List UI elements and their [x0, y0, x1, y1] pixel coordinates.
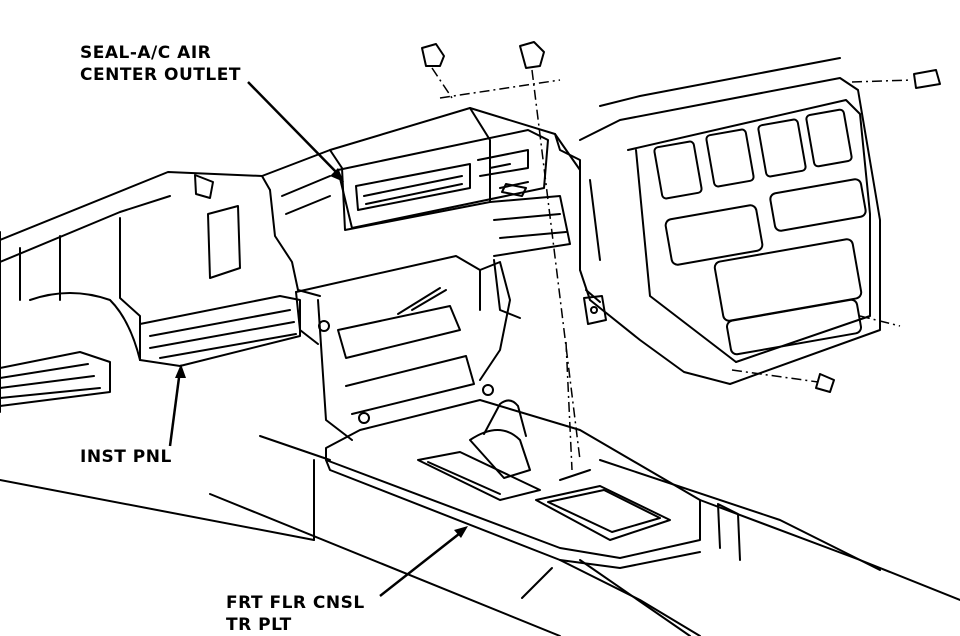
inst-pnl-leader: [168, 369, 182, 447]
ac-center-outlet: [337, 129, 549, 229]
seal-label-line1: SEAL-A/C AIR: [80, 43, 212, 63]
seal-arrow: [330, 168, 344, 182]
floor-console-trim-plate: [325, 399, 701, 569]
leader-lines: [168, 81, 465, 597]
console-label-line1: FRT FLR CNSL: [226, 593, 365, 613]
seal-label-line2: CENTER OUTLET: [80, 65, 241, 85]
control-module: [579, 57, 881, 385]
front-floor-console-trim-plate-label: FRT FLR CNSL TR PLT: [226, 592, 365, 636]
console-arrow: [454, 526, 468, 538]
instrument-panel: [0, 171, 301, 413]
seal-leader: [247, 81, 341, 177]
inst-pnl-label-line1: INST PNL: [80, 447, 172, 467]
console-label-line2: TR PLT: [226, 615, 292, 635]
fasteners: [421, 41, 941, 393]
seal-ac-air-center-outlet-label: SEAL-A/C AIR CENTER OUTLET: [80, 42, 241, 86]
inst-pnl-arrow: [175, 364, 186, 378]
alignment-lines: [431, 67, 913, 471]
console-leader: [379, 529, 465, 597]
lower-console: [0, 435, 960, 636]
center-bracket: [261, 107, 581, 441]
inst-pnl-label: INST PNL: [80, 446, 172, 468]
